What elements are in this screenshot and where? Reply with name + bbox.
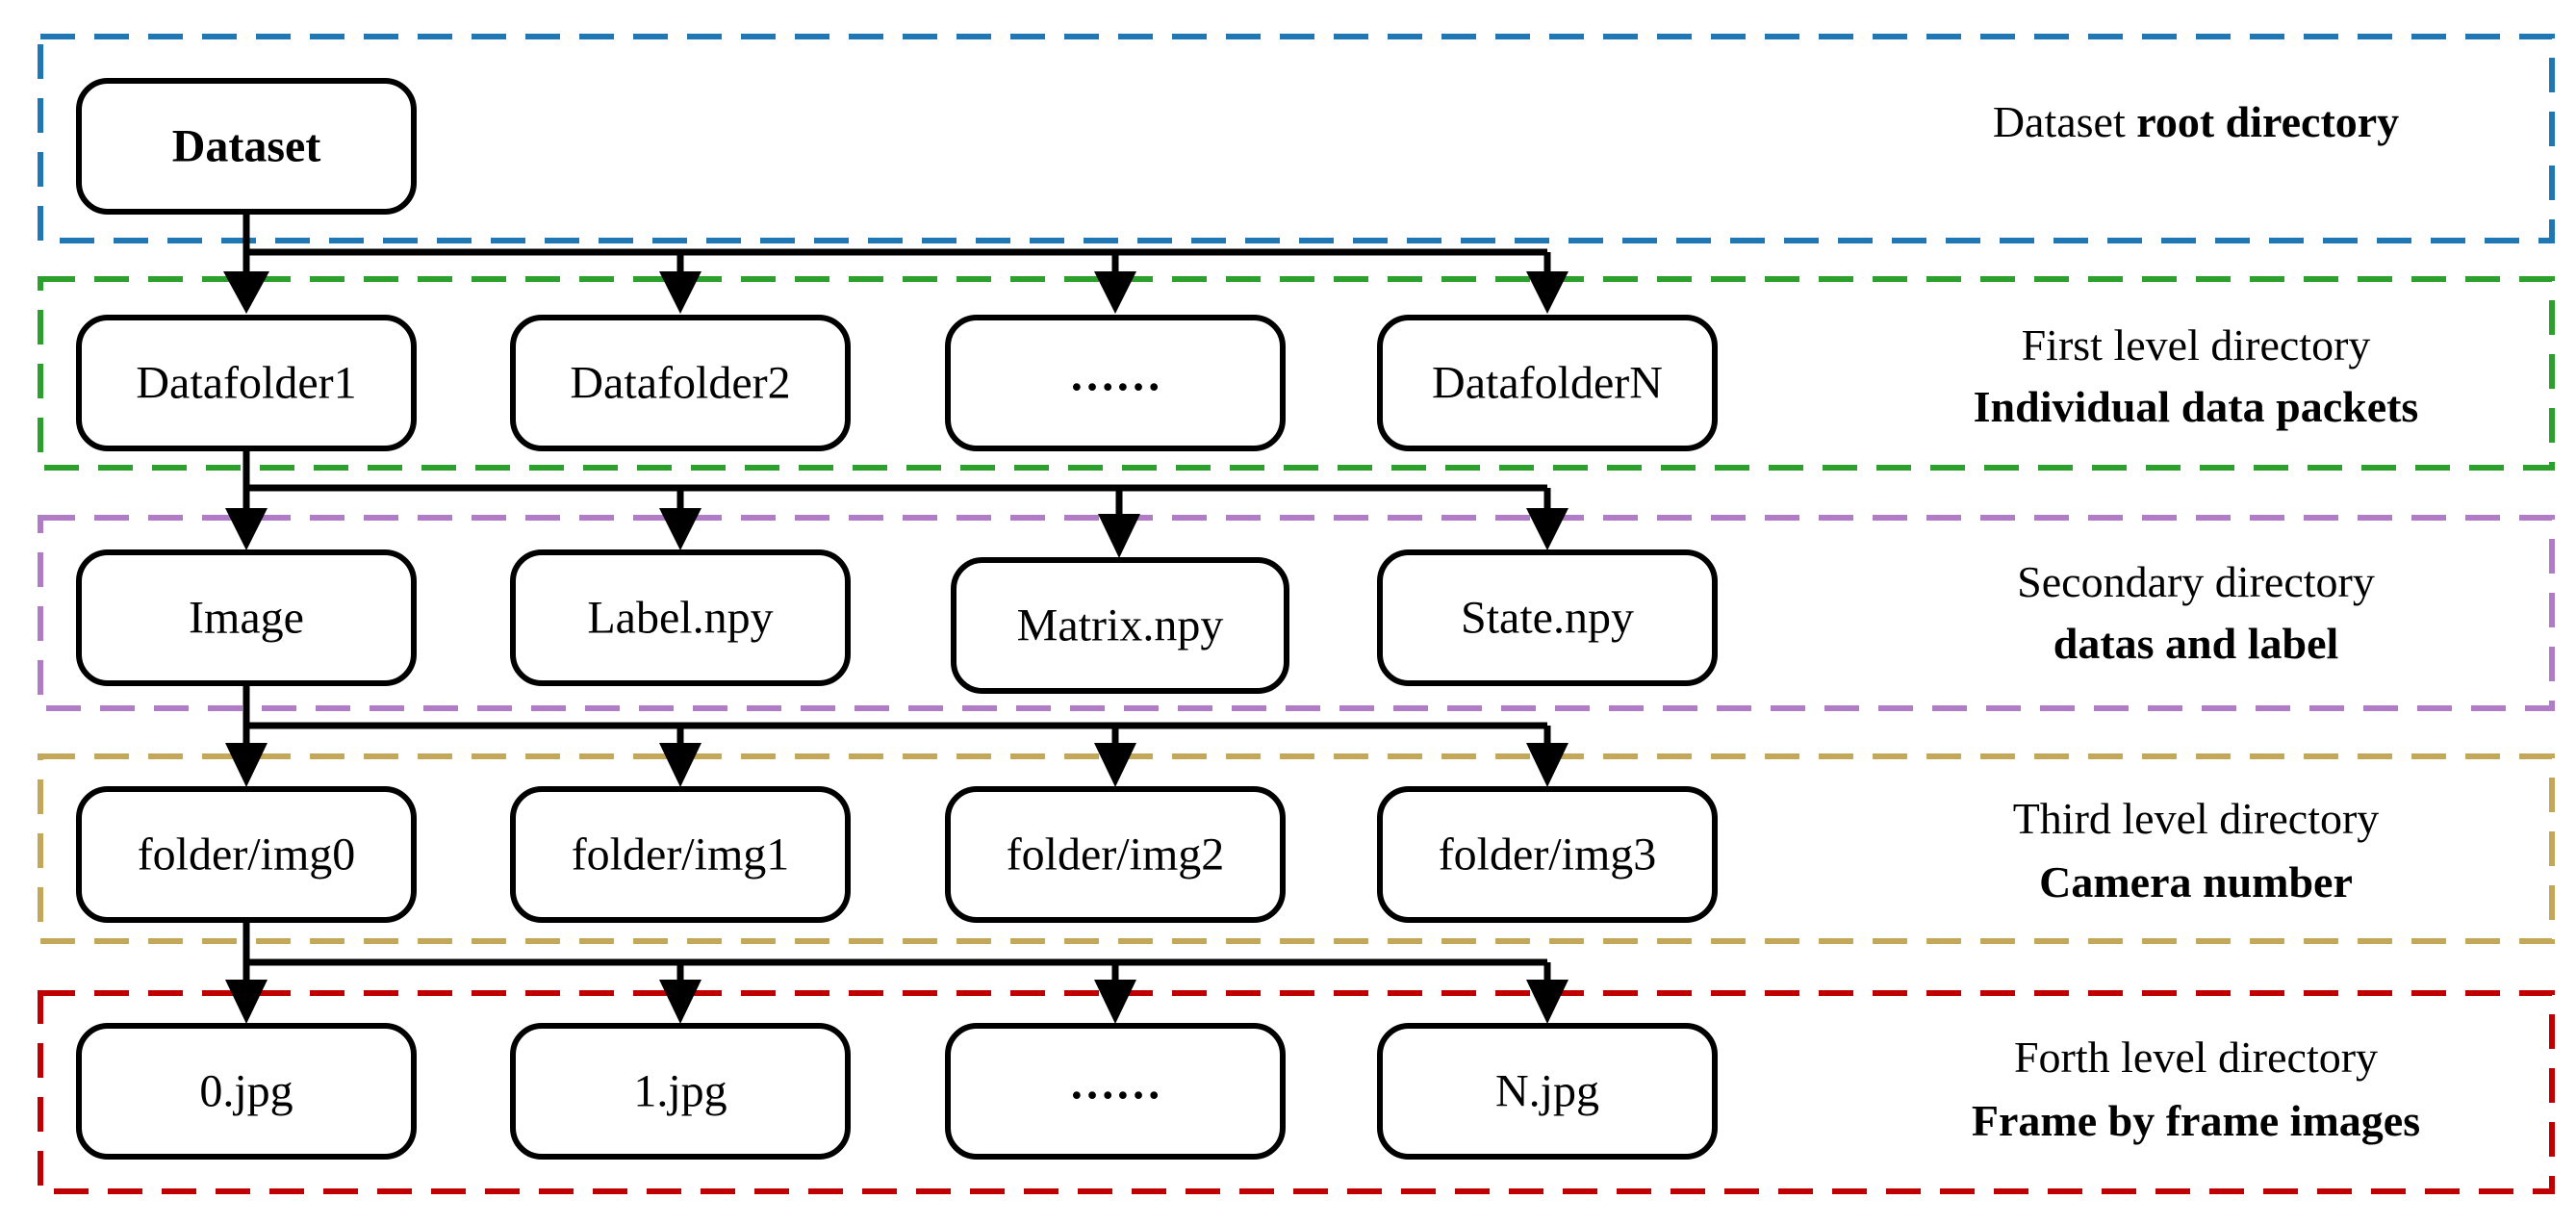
node-matrix-npy: Matrix.npy — [951, 557, 1289, 694]
node-folder-img0: folder/img0 — [76, 786, 417, 923]
node-folder-img3: folder/img3 — [1377, 786, 1718, 923]
node-ellipsis-first: …… — [945, 315, 1286, 451]
node-datafolder1: Datafolder1 — [76, 315, 417, 451]
first-level-frame — [38, 276, 2555, 471]
root-level-frame — [38, 34, 2555, 243]
arrows-third-to-fourth — [225, 962, 1569, 1024]
node-1-jpg: 1.jpg — [510, 1023, 851, 1160]
first-level-caption-line2: Individual data packets — [1974, 382, 2419, 431]
arrowhead-icon — [659, 508, 701, 550]
node-label: folder/img0 — [138, 829, 356, 880]
node-datafolder2: Datafolder2 — [510, 315, 851, 451]
node-label: Dataset — [172, 121, 321, 172]
second-level-caption-line2: datas and label — [2053, 619, 2339, 668]
arrowhead-icon — [1526, 271, 1569, 314]
third-level-frame — [38, 753, 2555, 944]
arrowhead-icon — [1094, 980, 1136, 1024]
node-label: folder/img1 — [572, 829, 790, 880]
caption-bold: root directory — [2136, 97, 2399, 146]
arrowhead-icon — [1094, 743, 1136, 787]
third-level-caption-line1: Third level directory — [2013, 794, 2380, 843]
second-level-frame — [38, 515, 2555, 711]
node-0-jpg: 0.jpg — [76, 1023, 417, 1160]
node-label: 1.jpg — [633, 1066, 727, 1117]
arrowhead-icon — [1526, 508, 1569, 550]
node-n-jpg: N.jpg — [1377, 1023, 1718, 1160]
node-datafoldern: DatafolderN — [1377, 315, 1718, 451]
connector-third-to-fourth — [242, 919, 1547, 966]
node-label: N.jpg — [1495, 1066, 1599, 1117]
node-image: Image — [76, 549, 417, 686]
node-folder-img1: folder/img1 — [510, 786, 851, 923]
arrowhead-icon — [223, 271, 269, 314]
second-level-caption-line1: Secondary directory — [2017, 557, 2375, 606]
root-level-caption: Dataset root directory — [1993, 97, 2399, 146]
connector-first-to-second — [242, 447, 1547, 492]
fourth-level-caption-line1: Forth level directory — [2014, 1033, 2378, 1082]
node-label: folder/img3 — [1439, 829, 1657, 880]
node-label-npy: Label.npy — [510, 549, 851, 686]
connector-second-to-third — [242, 683, 1547, 729]
arrowhead-icon — [1526, 743, 1569, 787]
node-state-npy: State.npy — [1377, 549, 1718, 686]
node-label: Datafolder2 — [570, 358, 790, 409]
caption-prefix: Dataset — [1993, 97, 2136, 146]
arrowhead-icon — [659, 980, 701, 1024]
node-label: folder/img2 — [1007, 829, 1225, 880]
node-label: Matrix.npy — [1017, 600, 1224, 651]
node-folder-img2: folder/img2 — [945, 786, 1286, 923]
arrowhead-icon — [1098, 514, 1140, 558]
connector-root-to-first — [242, 212, 1547, 256]
arrowhead-icon — [659, 271, 701, 314]
arrowhead-icon — [225, 743, 268, 787]
third-level-caption-line2: Camera number — [2039, 857, 2353, 906]
node-dataset: Dataset — [76, 78, 417, 215]
node-label: …… — [1069, 350, 1161, 401]
first-level-caption-line1: First level directory — [2022, 320, 2371, 370]
node-label: Datafolder1 — [136, 358, 356, 409]
fourth-level-caption-line2: Frame by frame images — [1972, 1096, 2420, 1145]
node-label: Label.npy — [587, 593, 773, 644]
node-label: 0.jpg — [199, 1066, 293, 1117]
fourth-level-frame — [38, 990, 2555, 1194]
arrowhead-icon — [225, 508, 268, 550]
arrows-second-to-third — [225, 726, 1569, 787]
arrowhead-icon — [1526, 980, 1569, 1024]
arrows-root-to-first — [223, 252, 1569, 314]
arrowhead-icon — [225, 980, 268, 1024]
node-ellipsis-fourth: …… — [945, 1023, 1286, 1160]
arrowhead-icon — [1094, 271, 1136, 314]
node-label: State.npy — [1461, 593, 1634, 644]
arrowhead-icon — [659, 743, 701, 787]
node-label: DatafolderN — [1432, 358, 1663, 409]
node-label: Image — [189, 593, 304, 644]
arrows-first-to-second — [225, 488, 1569, 558]
node-label: …… — [1069, 1059, 1161, 1110]
